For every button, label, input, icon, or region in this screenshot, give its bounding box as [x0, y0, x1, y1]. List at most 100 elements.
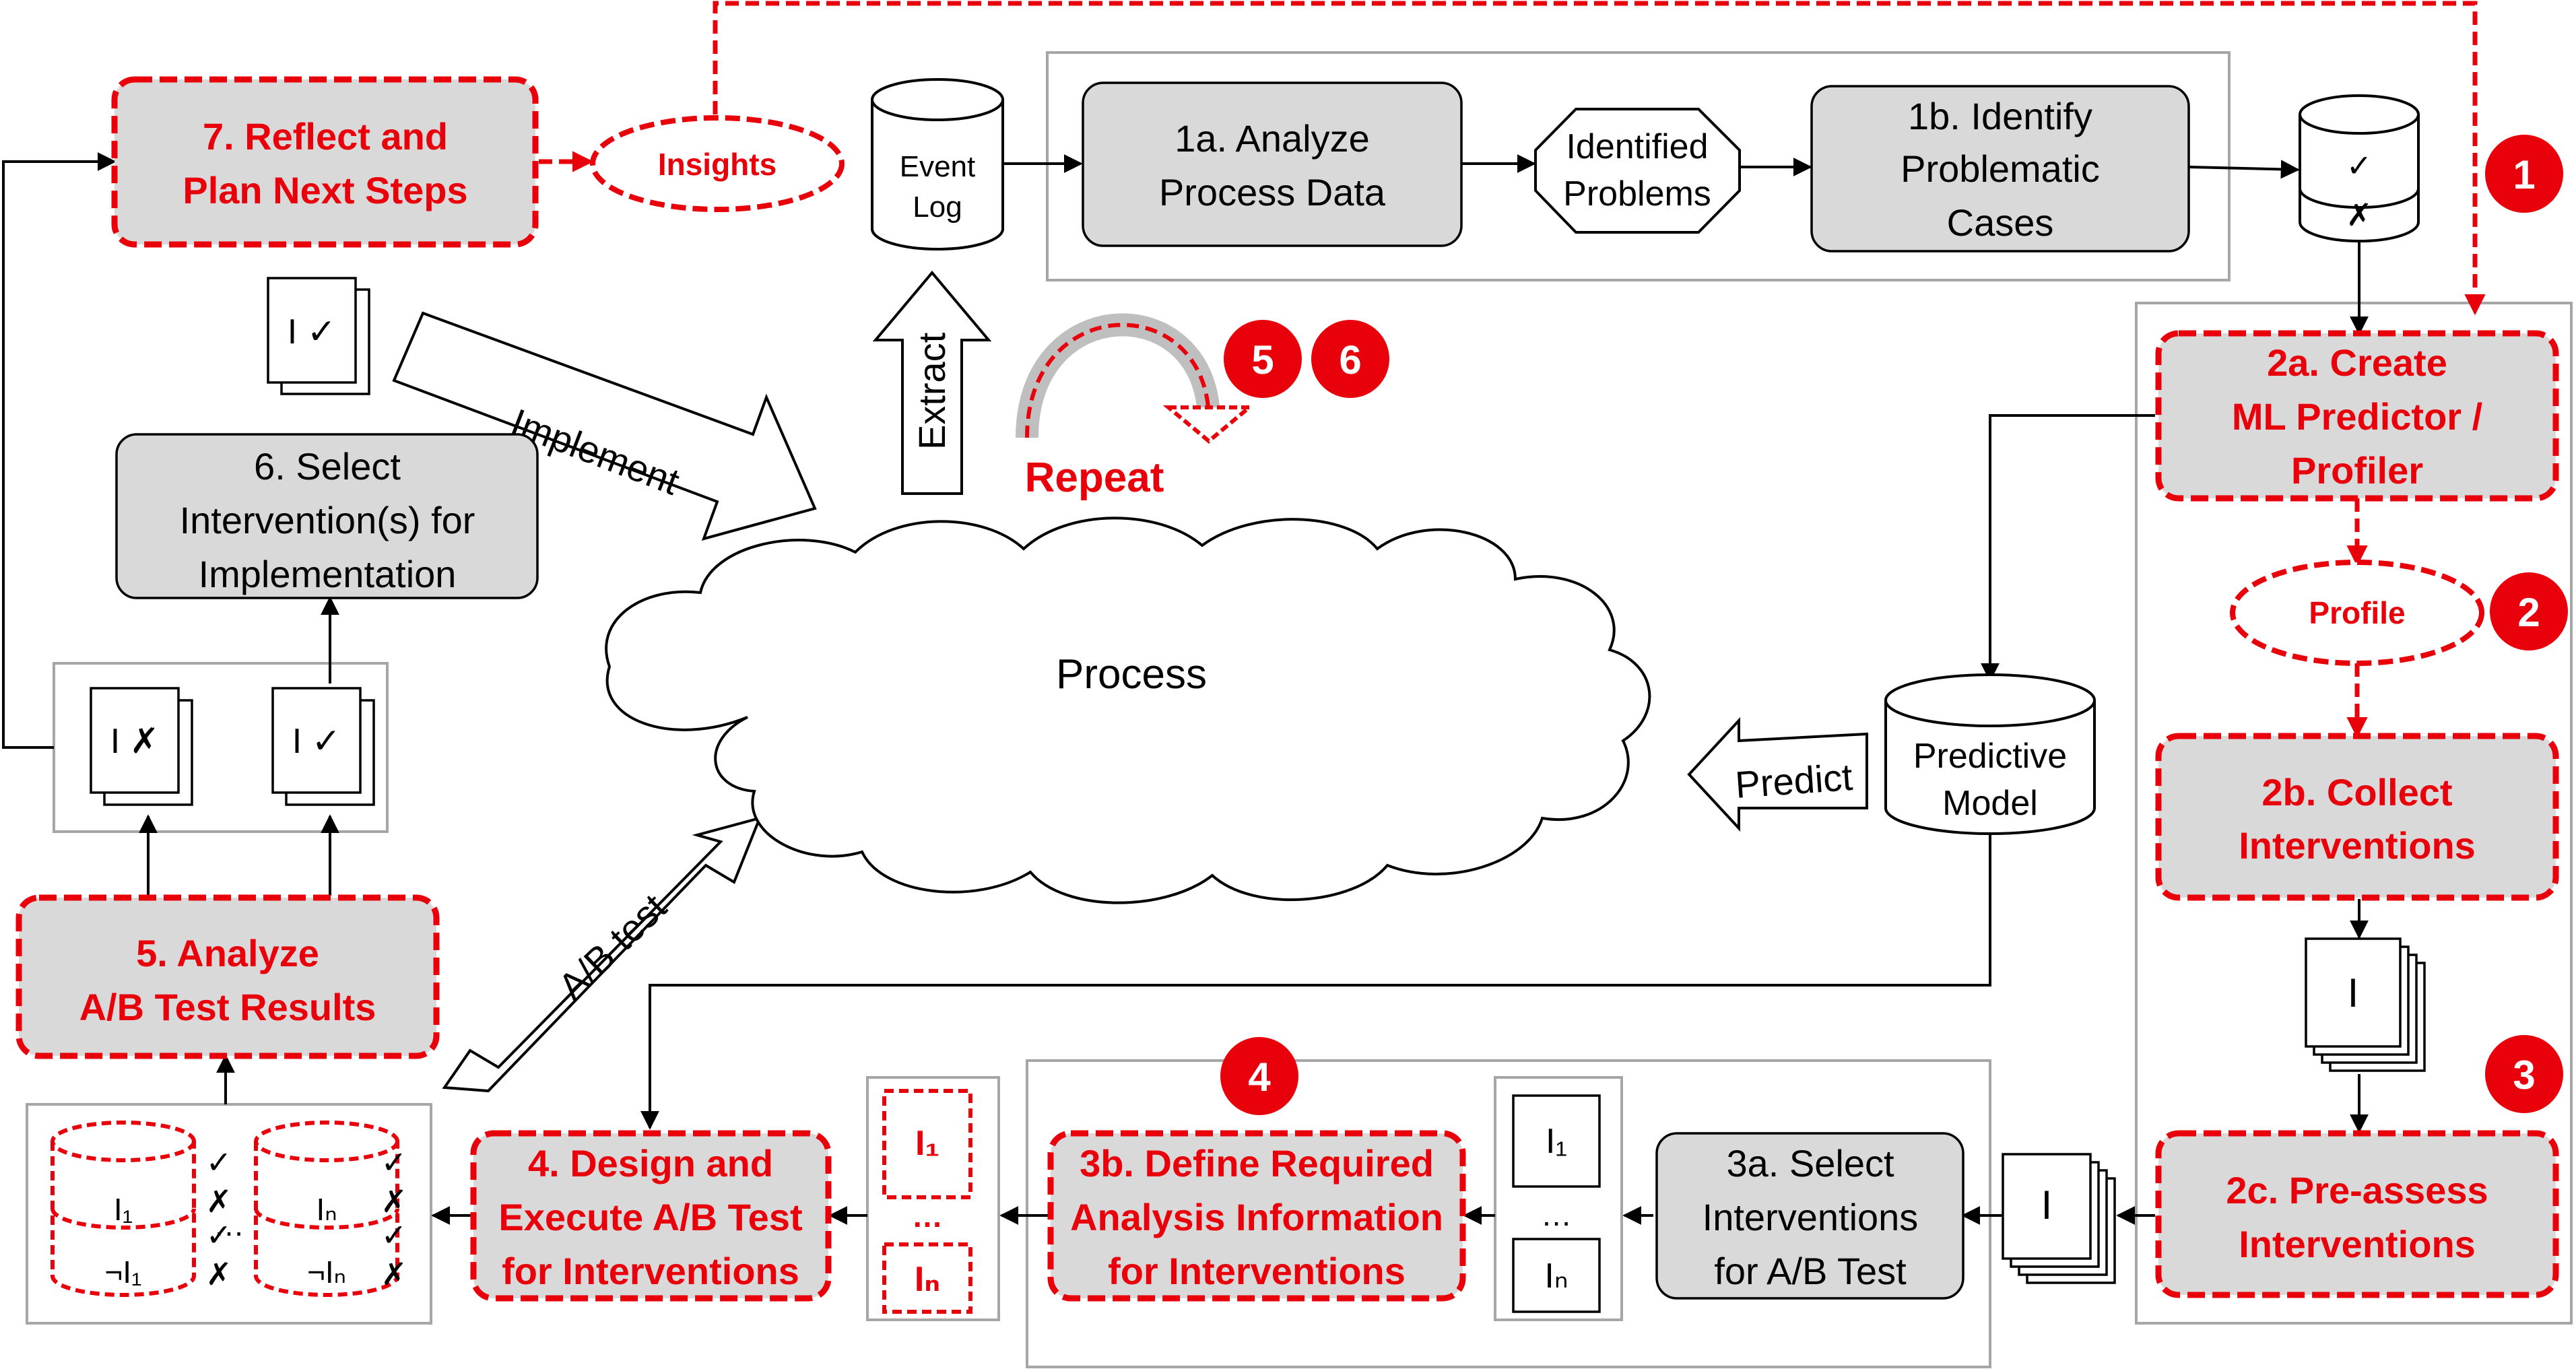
groupn-check-2: ✓ — [381, 1217, 407, 1253]
step-7-line1: 7. Reflect and — [203, 115, 448, 158]
predictive-model-line2: Model — [1942, 784, 2038, 823]
step-6-line2: Intervention(s) for — [180, 499, 475, 541]
insights-label: Insights — [658, 147, 777, 182]
step-2c-line2: Interventions — [2239, 1223, 2476, 1265]
selected-intervention-n-doc: Iₙ — [1512, 1238, 1601, 1313]
group1-check-2: ✓ — [206, 1217, 232, 1253]
ab-intervention-1-doc: I₁ — [882, 1089, 972, 1199]
step-7-box: 7. Reflect and Plan Next Steps — [111, 76, 539, 248]
process-label: Process — [1056, 651, 1207, 698]
step-4-line1: 4. Design and — [528, 1142, 773, 1184]
step-4-line3: for Interventions — [502, 1250, 799, 1292]
step-1a-line1: 1a. Analyze — [1175, 117, 1370, 160]
badge-5: 5 — [1224, 320, 1302, 398]
wire-model-to-4 — [640, 825, 1991, 1130]
profile-label: Profile — [2309, 595, 2405, 630]
implemented-doc-mark: I ✓ — [288, 312, 336, 352]
event-log-line1: Event — [900, 150, 976, 183]
step-3b-line1: 3b. Define Required — [1080, 1142, 1434, 1184]
step-1a-line2: Process Data — [1159, 171, 1386, 213]
failed-doc-mark: I ✗ — [110, 722, 159, 761]
frame-step2 — [2135, 302, 2573, 1325]
step-2b-line2: Interventions — [2239, 824, 2476, 867]
badge-4-label: 4 — [1248, 1055, 1271, 1100]
selected-intervention-1-doc: I₁ — [1512, 1094, 1601, 1188]
problematic-cases-db: ✓ ✗ — [2299, 94, 2420, 242]
predict-arrow: Predict — [1687, 716, 1868, 832]
identified-problems-line2: Problems — [1563, 174, 1711, 213]
extract-label: Extract — [911, 332, 953, 450]
collected-interventions-stack: I — [2305, 937, 2426, 1072]
selected-ellipsis: … — [1541, 1197, 1572, 1232]
group1-cross-1: ✗ — [206, 1184, 232, 1219]
badge-3: 3 — [2485, 1035, 2563, 1113]
step-1b-line3: Cases — [1947, 201, 2054, 244]
ab-test-label: A/B test — [550, 886, 675, 1008]
badge-2-label: 2 — [2517, 590, 2540, 635]
group1-cross-2: ✗ — [206, 1257, 232, 1292]
group1-check-1: ✓ — [206, 1145, 232, 1180]
step-3b-line3: for Interventions — [1108, 1250, 1406, 1292]
step-3b-line2: Analysis Information — [1070, 1196, 1443, 1238]
ab-in-mark: Iₙ — [915, 1260, 940, 1299]
step-2a-line2: ML Predictor / — [2232, 395, 2483, 438]
step-6-line1: 6. Select — [254, 445, 401, 488]
badge-1: 1 — [2485, 135, 2563, 213]
group1-control-mark: ¬I₁ — [104, 1255, 141, 1290]
group1-treated-mark: I₁ — [114, 1192, 133, 1227]
frame-selected-interventions — [1494, 1076, 1623, 1321]
groups-ellipsis: … — [213, 1207, 244, 1242]
step-6-line3: Implementation — [199, 553, 457, 595]
step-1b-line2: Problematic — [1901, 147, 2100, 190]
step-2a-box: 2a. Create ML Predictor / Profiler — [2155, 330, 2559, 502]
insights-ellipse: Insights — [590, 115, 845, 212]
frame-step1 — [1046, 51, 2231, 281]
ab-test-arrow: A/B test — [442, 816, 762, 1093]
failed-intervention-doc: I ✗ — [90, 687, 193, 806]
step-1b-box: 1b. Identify Problematic Cases — [1810, 85, 2190, 253]
extract-arrow: Extract — [872, 270, 992, 495]
badge-5-label: 5 — [1251, 337, 1274, 382]
groupn-cross-1: ✗ — [381, 1184, 407, 1219]
predictive-model-line1: Predictive — [1913, 737, 2067, 776]
repeat-label: Repeat — [1025, 455, 1164, 501]
process-cloud: Process — [605, 516, 1651, 904]
ab-ellipsis: … — [912, 1199, 943, 1234]
profile-ellipse: Profile — [2230, 560, 2484, 666]
step-3a-line2: Interventions — [1703, 1196, 1919, 1238]
step-5-box: 5. Analyze A/B Test Results — [15, 894, 440, 1059]
step-7-line2: Plan Next Steps — [183, 169, 467, 211]
badge-3-label: 3 — [2513, 1053, 2535, 1098]
groupn-treated-mark: Iₙ — [316, 1192, 337, 1227]
step-3a-line3: for A/B Test — [1714, 1250, 1907, 1292]
step-1b-line1: 1b. Identify — [1908, 95, 2092, 137]
step-3a-line1: 3a. Select — [1726, 1142, 1894, 1184]
step-2a-line3: Profiler — [2291, 449, 2423, 492]
step-2c-box: 2c. Pre-assess Interventions — [2155, 1130, 2559, 1298]
frame-ab-groups — [26, 1103, 432, 1325]
successful-intervention-doc: I ✓ — [271, 687, 375, 806]
step-2b-line1: 2b. Collect — [2261, 771, 2452, 813]
implemented-intervention-doc: I ✓ — [267, 277, 370, 395]
event-log-db: Event Log — [871, 78, 1004, 251]
badge-6-label: 6 — [1339, 337, 1361, 382]
step-2a-line1: 2a. Create — [2267, 341, 2447, 384]
step-4-box: 4. Design and Execute A/B Test for Inter… — [470, 1130, 832, 1302]
feedback-loop-line — [713, 1, 2486, 316]
ab-group-cylinder-1: I₁ ¬I₁ ✓ ✗ ✓ ✗ — [51, 1121, 232, 1297]
selected-in-mark: Iₙ — [1544, 1257, 1568, 1296]
identified-problems-line1: Identified — [1566, 127, 1708, 166]
ab-intervention-n-doc: Iₙ — [882, 1242, 972, 1314]
frame-ab-interventions — [866, 1076, 1000, 1321]
step-5-line2: A/B Test Results — [79, 986, 376, 1028]
step-3b-box: 3b. Define Required Analysis Information… — [1047, 1130, 1466, 1302]
badge-1-label: 1 — [2513, 152, 2535, 197]
step-3a-box: 3a. Select Interventions for A/B Test — [1655, 1132, 1964, 1300]
cases-db-cross: ✗ — [2346, 197, 2373, 232]
step-6-box: 6. Select Intervention(s) for Implementa… — [115, 433, 539, 599]
predictive-model-db: Predictive Model — [1884, 673, 2096, 835]
collected-stack-mark: I — [2348, 970, 2359, 1015]
identified-problems-octagon: Identified Problems — [1534, 108, 1741, 234]
step-2b-box: 2b. Collect Interventions — [2155, 733, 2559, 901]
groupn-control-mark: ¬Iₙ — [307, 1255, 346, 1290]
